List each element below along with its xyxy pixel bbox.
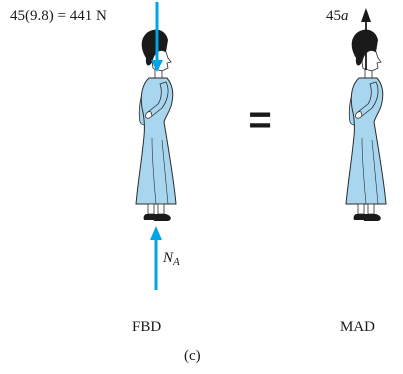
part-label: (c) xyxy=(184,348,201,364)
inertia-vector-label: 45a xyxy=(326,9,349,24)
normal-force-arrow xyxy=(150,226,162,290)
normal-force-subscript: A xyxy=(173,256,180,268)
weight-force-label: 45(9.8) = 441 N xyxy=(10,8,107,24)
weight-force-arrow xyxy=(151,2,163,72)
inertia-acceleration-symbol: a xyxy=(341,8,349,24)
inertia-vector-arrow xyxy=(361,8,371,70)
normal-force-symbol: N xyxy=(163,250,174,266)
equals-sign: = xyxy=(248,98,271,142)
fbd-caption: FBD xyxy=(132,319,162,335)
inertia-mass-coefficient: 45 xyxy=(326,8,341,24)
mad-caption: MAD xyxy=(340,319,376,335)
normal-force-label: NA xyxy=(163,251,180,268)
